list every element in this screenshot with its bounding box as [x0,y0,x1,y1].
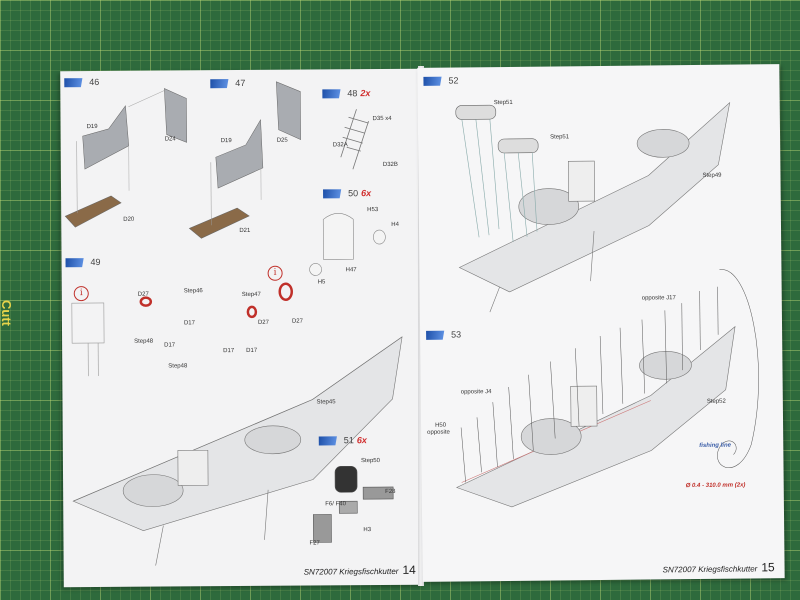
rollers-step52 [455,104,539,242]
cutting-mat-text: Cutt [0,300,14,326]
part-label: D27 [137,291,149,298]
part-label: D17 [223,348,235,355]
boat-hull-step53 [455,325,736,508]
step-47-header: 47 [210,78,245,88]
step-52-header: 52 [423,75,459,86]
part-label: opposite J17 [641,295,676,302]
part-label: D19 [220,138,232,145]
step-multiplier: 6x [356,435,367,446]
manual-page-15: 52 53 Step51 Step51 Step49 opposite J17 … [417,64,785,582]
part-label: H4 [391,221,399,228]
part-label: D21 [239,227,251,235]
step-number: 46 [89,76,100,88]
page-number: 14 [402,562,416,577]
part-label: Step46 [183,288,203,295]
step-flag-icon [65,257,90,267]
right-page-drawings [455,101,759,508]
part-label: H5 [317,279,326,286]
part-label: Step52 [706,398,726,405]
step-46-header: 46 [64,77,99,87]
step-53-header: 53 [426,329,462,340]
part-label: Step51 [550,134,570,141]
step-multiplier: 6x [361,188,372,199]
part-label: Step48 [134,338,154,345]
boat-hull-step52 [458,101,731,313]
part-label: D17 [246,347,258,354]
page-number: 15 [761,560,775,575]
part-label: D27 [257,319,270,326]
dimension-label: Ø 0.4 - 310.0 mm (2x) [685,482,746,490]
part-label: D32B [382,161,398,169]
part-label: D17 [183,320,196,327]
step47-assembly [188,81,301,239]
footer-title: SN72007 Kriegsfischkutter [662,564,758,575]
part-label: H47 [345,267,357,274]
part-label: D27 [291,318,303,325]
part-label: opposite [427,429,450,436]
step-flag-icon [322,88,347,98]
info-icon: i [267,265,283,281]
step-multiplier: 2x [360,88,371,99]
part-label: D17 [164,342,176,349]
part-label: D20 [123,216,135,223]
part-label: Step51 [493,99,513,107]
footer-title: SN72007 Kriegsfischkutter [303,566,399,577]
part-label: Step50 [360,458,380,465]
step-number: 47 [235,77,246,89]
info-icon: i [73,286,89,302]
step-number: 48 [347,88,358,99]
step-49-header: 49 [65,256,101,268]
rigging-lines [460,269,759,483]
step-number: 49 [90,256,101,268]
part-label: F6/ F40 [325,501,346,508]
boat-hull-step49 [72,336,403,566]
part-label: Step48 [168,363,188,370]
part-label: D24 [164,136,176,143]
part-label: H3 [363,527,372,534]
step-flag-icon [426,330,451,340]
step-flag-icon [318,435,343,445]
part-label: D35 x4 [372,115,392,123]
part-label: H53 [367,207,379,214]
step-number: 53 [451,329,462,340]
step-number: 51 [343,435,354,446]
part-label: opposite J4 [460,389,492,396]
lifebuoys [139,282,293,319]
ladder-part [340,109,369,170]
left-page-drawings [64,81,403,566]
part-label: F27 [309,540,320,547]
step-flag-icon [423,76,448,86]
part-label: H50 [435,422,447,429]
part-label: D25 [276,137,288,144]
step-flag-icon [323,188,348,198]
part-label: Step49 [702,172,722,179]
info-sketch [71,302,105,377]
step50-part [309,213,386,276]
part-label: D32A [332,142,348,149]
fishing-line-curve [717,269,759,468]
part-label: F28 [385,488,396,496]
step-number: 50 [348,188,359,199]
part-label: D19 [86,124,98,131]
step51-roller [313,465,394,543]
fishing-line-label: fishing line [699,442,731,449]
step46-assembly [64,88,187,228]
step-flag-icon [210,78,235,88]
step-number: 52 [448,75,459,86]
step-flag-icon [64,77,89,87]
part-label: Step45 [316,399,336,406]
part-label: Step47 [241,291,261,299]
